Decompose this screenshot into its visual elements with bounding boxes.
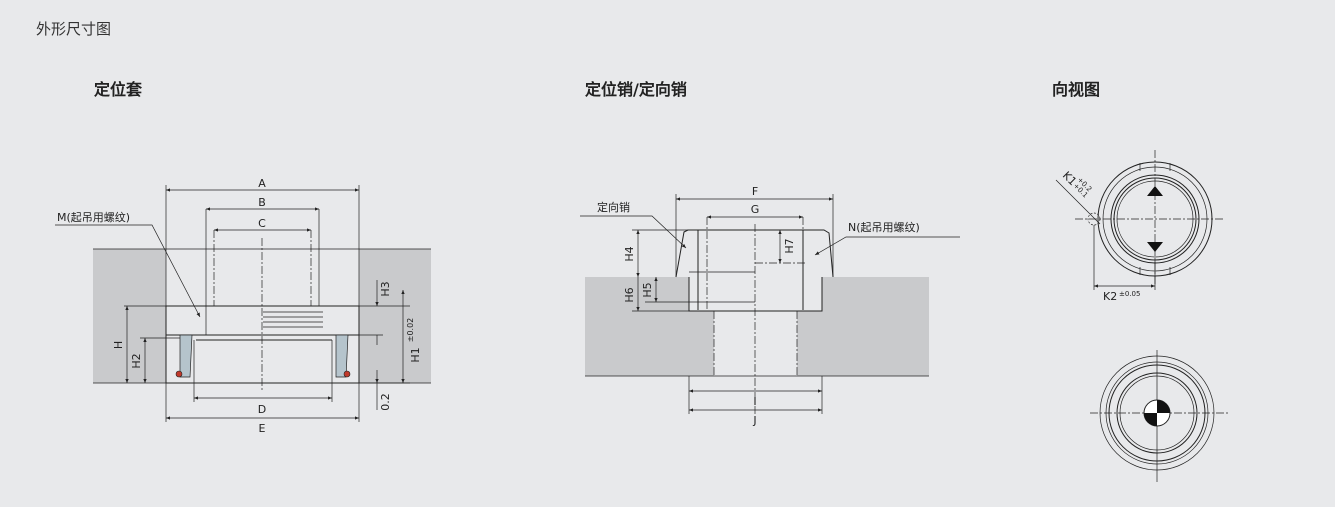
dim-D: D [258, 403, 266, 416]
dim-K2: K2 [1103, 290, 1117, 303]
dim-H1: H1 [409, 347, 422, 362]
drawing-locating-bush: A B C D E H H2 H3 H1 ±0.02 0.2 M(起吊用螺纹) [55, 177, 431, 435]
dim-J: J [752, 414, 756, 427]
dim-A: A [258, 177, 266, 190]
dim-H4: H4 [623, 246, 636, 261]
dim-G: G [751, 203, 760, 216]
heading-locating-bush: 定位套 [94, 80, 143, 99]
leader-pin: 定向销 [597, 200, 630, 214]
leader-N-thread: N(起吊用螺纹) [848, 220, 920, 234]
drawing-locating-pin: F G I J H4 H5 H6 H7 定向销 N(起吊用螺纹) [580, 185, 960, 427]
dim-K2-tol: ±0.05 [1119, 290, 1140, 298]
dim-H6: H6 [623, 287, 636, 302]
dim-H: H [112, 341, 125, 349]
dim-I: I [753, 395, 756, 408]
leader-M-thread: M(起吊用螺纹) [57, 210, 130, 224]
drawing-view-top: K1 +0.2 +0.1 K2 ±0.05 [1055, 150, 1225, 303]
dim-gap: 0.2 [379, 393, 392, 411]
drawing-view-bottom [1090, 350, 1228, 482]
dim-H5: H5 [641, 282, 654, 297]
dim-H2: H2 [130, 353, 143, 368]
heading-locating-pin: 定位销/定向销 [585, 80, 687, 99]
page-title: 外形尺寸图 [36, 20, 112, 38]
dim-H1-tolerance: ±0.02 [406, 318, 415, 343]
heading-view: 向视图 [1052, 80, 1101, 99]
dim-H7: H7 [783, 238, 796, 253]
dim-F: F [752, 185, 758, 198]
dim-C: C [258, 217, 266, 230]
dim-E: E [259, 422, 266, 435]
dim-H3: H3 [379, 281, 392, 296]
dim-B: B [258, 196, 266, 209]
